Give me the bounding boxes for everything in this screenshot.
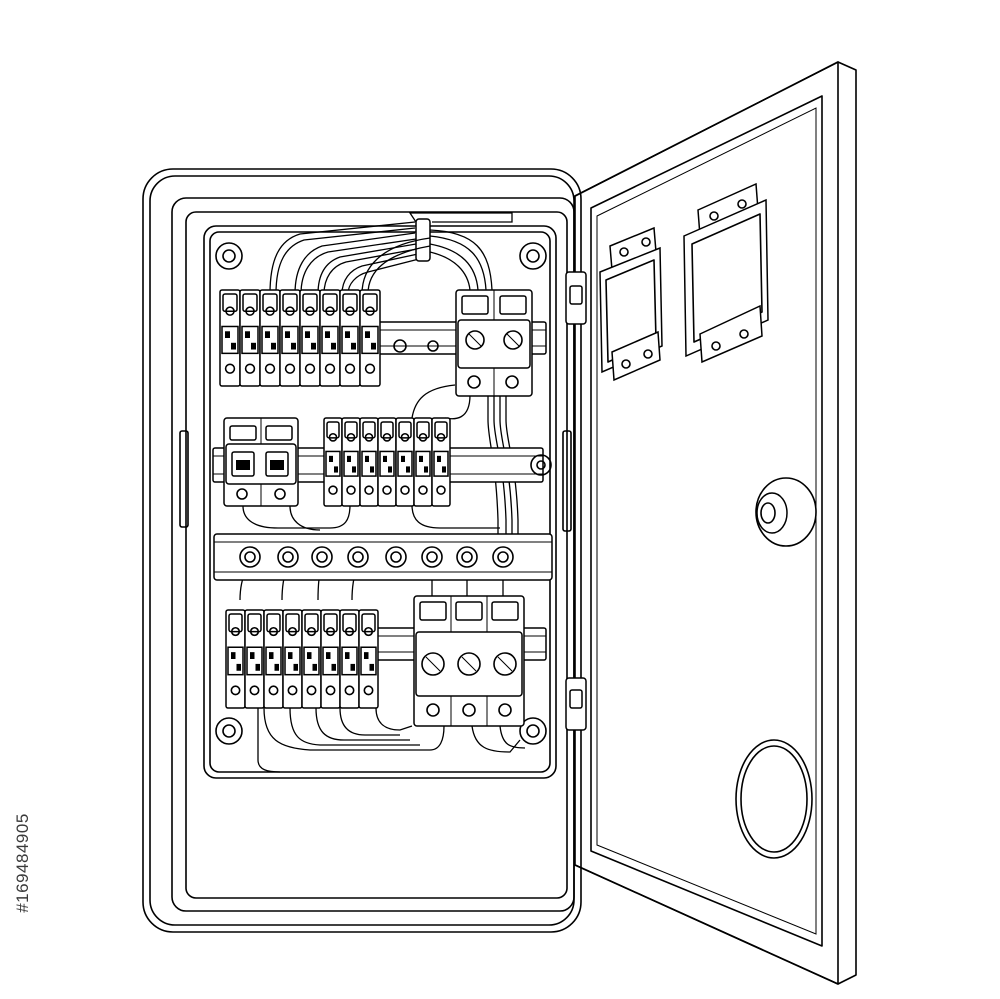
cabinet-door xyxy=(565,61,857,985)
terminal-module xyxy=(377,417,397,507)
circuit-breaker-two-pole xyxy=(223,417,299,507)
terminal-module xyxy=(319,289,341,387)
terminal-module xyxy=(358,609,379,709)
terminal-module xyxy=(225,609,246,709)
bus-terminal xyxy=(239,546,261,568)
mounting-holes xyxy=(215,242,547,745)
terminal-module xyxy=(323,417,343,507)
circuit-breaker-top-right xyxy=(455,289,533,397)
bus-terminal xyxy=(492,546,514,568)
terminal-module xyxy=(431,417,451,507)
stock-id-watermark: #169484905 xyxy=(8,748,38,978)
stock-id-text: #169484905 xyxy=(13,813,32,913)
terminal-module xyxy=(301,609,322,709)
bus-terminal xyxy=(456,546,478,568)
terminal-module xyxy=(339,289,361,387)
terminal-module xyxy=(395,417,415,507)
transformer-right xyxy=(683,182,769,364)
terminal-module xyxy=(282,609,303,709)
door-hinge-top xyxy=(565,271,587,325)
terminal-module xyxy=(359,417,379,507)
terminal-module xyxy=(299,289,321,387)
bus-terminal xyxy=(347,546,369,568)
terminal-module xyxy=(320,609,341,709)
bus-terminal xyxy=(277,546,299,568)
transformer-left xyxy=(599,226,663,382)
terminal-block-middle xyxy=(323,417,451,507)
terminal-module xyxy=(239,289,261,387)
circuit-breaker-three-pole xyxy=(413,595,525,727)
terminal-module xyxy=(279,289,301,387)
terminal-module xyxy=(341,417,361,507)
door-pocket xyxy=(735,739,813,859)
terminal-module xyxy=(413,417,433,507)
door-lock xyxy=(755,477,817,547)
terminal-module xyxy=(359,289,381,387)
terminal-module xyxy=(339,609,360,709)
terminal-module xyxy=(263,609,284,709)
bus-terminal xyxy=(421,546,443,568)
terminal-module xyxy=(219,289,241,387)
bus-terminal xyxy=(311,546,333,568)
terminal-module xyxy=(244,609,265,709)
neutral-bus-rail xyxy=(213,533,553,581)
terminal-module xyxy=(259,289,281,387)
terminal-block-top xyxy=(219,289,381,387)
bus-terminal xyxy=(385,546,407,568)
door-hinge-bottom xyxy=(565,677,587,731)
terminal-block-bottom xyxy=(225,609,379,709)
